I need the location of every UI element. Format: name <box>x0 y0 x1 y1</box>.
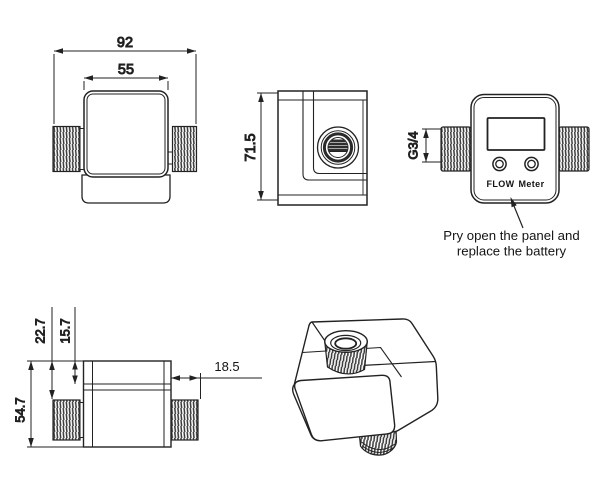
side-port-bore <box>328 139 348 152</box>
dim-thread-length <box>171 373 262 399</box>
battery-note-line2: replace the battery <box>457 244 567 259</box>
top-left-thread <box>52 399 81 441</box>
dim-top-to-step-label: 15.7 <box>57 318 72 343</box>
front-right-thread <box>171 125 198 173</box>
top-view: 54.7 22.7 15.7 18.5 <box>12 307 262 448</box>
dim-thread-length-label: 18.5 <box>214 359 239 374</box>
front-left-thread <box>52 125 81 173</box>
lcd-display <box>486 117 546 151</box>
isometric-view <box>291 318 439 456</box>
dim-overall-width-label: 92 <box>117 35 133 51</box>
display-left-thread <box>440 126 472 172</box>
battery-note-arrow <box>510 197 524 229</box>
top-right-thread <box>170 399 199 441</box>
dim-overall-height-label: 54.7 <box>12 397 27 422</box>
dim-height <box>257 92 278 201</box>
dim-body-width <box>83 75 169 90</box>
front-body-inner-outline <box>86 93 166 175</box>
dim-overall-height <box>27 360 84 448</box>
dim-body-width-label: 55 <box>118 62 134 78</box>
battery-note-line1: Pry open the panel and <box>443 228 579 243</box>
side-port <box>316 126 360 169</box>
dim-overall-width <box>53 48 197 124</box>
side-panel-edge-outer <box>302 91 367 181</box>
front-view: 92 55 <box>52 35 198 204</box>
dim-thread-size-label: G3/4 <box>405 131 420 159</box>
side-view: 71.5 <box>242 90 368 206</box>
dim-top-to-thread-label: 22.7 <box>32 318 47 343</box>
side-panel-edge-inner <box>312 91 367 175</box>
display-view: FLOW Meter G3/4 Pry open the panel and r… <box>405 93 590 259</box>
iso-top-port <box>324 330 369 375</box>
front-lower-tab <box>81 174 171 204</box>
left-button <box>492 156 507 172</box>
side-body-outline <box>277 90 368 206</box>
dim-height-label: 71.5 <box>243 133 259 161</box>
iso-front-face <box>293 374 396 442</box>
display-body-inner-outline <box>473 97 557 201</box>
dim-top-to-step <box>72 307 78 384</box>
front-body-outline <box>83 90 169 178</box>
top-body-outline <box>82 360 172 448</box>
display-right-thread <box>558 126 590 172</box>
dim-thread-size <box>422 128 441 163</box>
meter-label: Meter <box>518 179 544 189</box>
flow-label: FLOW <box>486 179 514 189</box>
right-button <box>524 156 539 172</box>
dim-top-to-thread <box>49 307 55 399</box>
